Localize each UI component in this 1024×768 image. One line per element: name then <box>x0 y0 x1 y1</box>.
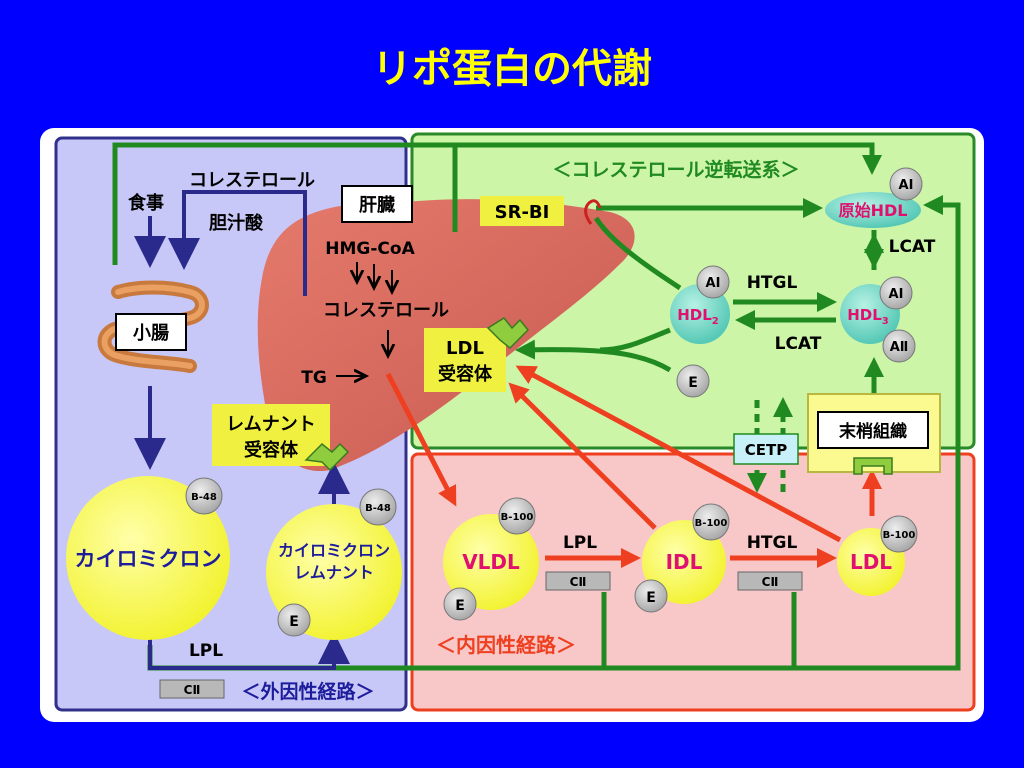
nascent-hdl-label: 原始HDL <box>839 201 908 220</box>
ldl-receptor-label-1: LDL <box>446 338 484 359</box>
lpl-exo-label: LPL <box>189 641 223 661</box>
apo-ai-nascent-bubble <box>889 167 923 201</box>
apo-aii-hdl3-label: AⅡ <box>890 340 909 355</box>
lcat-hdl-label: LCAT <box>775 334 822 354</box>
idl-to-ldlr-arrow <box>508 382 657 530</box>
reverse-transport-title: ＜コレステロール逆転送系＞ <box>552 158 799 181</box>
c2-exo-label: CⅡ <box>184 683 201 697</box>
tg-to-vldl-arrow <box>385 372 457 507</box>
apo-b100-vldl-label: B-100 <box>501 512 534 523</box>
apo-ai-hdl3-bubble <box>879 276 913 310</box>
apo-b48-cm-label: B-48 <box>191 492 217 503</box>
liver-cholesterol-label: コレステロール <box>323 300 449 321</box>
apo-b100-idl-bubble <box>692 503 730 541</box>
hdl2-srb1-line <box>593 216 682 291</box>
htgl-hdl-label: HTGL <box>747 273 798 293</box>
cetp-label: CETP <box>745 441 787 459</box>
exogenous-path-label: ＜外因性経路＞ <box>241 680 374 703</box>
hdl-to-ldl-receptor-arrow <box>515 339 672 373</box>
apo-e-vldl-bubble <box>443 587 477 621</box>
cholesterol-top-label: コレステロール <box>189 170 315 191</box>
remnant-receptor-label-1: レムナント <box>226 414 316 435</box>
hdl2-ldlr-branch <box>599 327 671 353</box>
liver-label: 肝臓 <box>359 195 395 216</box>
ldl-receptor-box <box>424 328 506 392</box>
apo-ai-hdl3-label: AⅠ <box>889 287 904 302</box>
apo-e-hdl2-bubble <box>676 364 710 398</box>
hdl2-label: HDL2 <box>677 306 719 327</box>
apo-e-vldl-label: E <box>455 598 465 614</box>
remnant-receptor-icon <box>304 442 350 472</box>
htgl-endo-label: HTGL <box>747 533 798 553</box>
idl-particle <box>642 520 726 604</box>
cm-to-remnant-arrow <box>148 622 350 670</box>
apo-ai-nascent-label: AⅠ <box>899 178 914 193</box>
peripheral-label: 末梢組織 <box>839 421 907 442</box>
hdl3-label: HDL3 <box>847 306 889 327</box>
hdl2-particle <box>670 284 730 344</box>
c2-exo-box <box>159 679 225 699</box>
apo-b100-ldl-bubble <box>880 515 918 553</box>
endogenous-path-label: ＜内因性経路＞ <box>436 633 576 657</box>
apo-e-hdl2-label: E <box>688 375 698 391</box>
bile-acid-label: 胆汁酸 <box>208 212 264 234</box>
c2-vldl-box <box>545 571 611 591</box>
idl-label: IDL <box>666 550 703 574</box>
apo-e-rem-bubble <box>277 603 311 637</box>
liver-label-box <box>341 185 413 223</box>
ldl-receptor-label-2: 受容体 <box>438 363 493 385</box>
ldl-receptor-icon <box>486 317 530 350</box>
apo-ai-hdl2-label: AⅠ <box>706 276 721 291</box>
cm-remnant-label-1: カイロミクロン <box>278 541 390 560</box>
chylomicron-label: カイロミクロン <box>75 547 222 571</box>
small-intestine-box <box>115 313 187 351</box>
vldl-particle <box>443 514 539 610</box>
vldl-label: VLDL <box>462 550 520 574</box>
ldl-to-ldlr-arrow <box>515 365 842 543</box>
hmg-coa-label: HMG-CoA <box>325 239 415 259</box>
apo-b48-rem-bubble <box>359 488 397 526</box>
apo-b100-ldl-label: B-100 <box>883 530 916 541</box>
apo-e-idl-bubble <box>634 579 668 613</box>
nascent-hdl-particle <box>825 192 921 228</box>
apo-aii-hdl3-bubble <box>882 329 916 363</box>
apo-b48-rem-label: B-48 <box>365 503 391 514</box>
green-loop-arrow <box>112 142 882 265</box>
srb1-box <box>480 196 564 226</box>
apo-b100-vldl-bubble <box>498 497 536 535</box>
chylomicron-particle <box>66 476 230 640</box>
small-intestine-label: 小腸 <box>133 323 169 344</box>
cm-remnant-label-2: レムナント <box>294 563 374 582</box>
diet-label: 食事 <box>127 192 164 214</box>
cetp-box <box>733 433 799 465</box>
lpl-endo-label: LPL <box>563 533 597 553</box>
srb1-label: SR-BⅠ <box>495 202 550 223</box>
tg-label: TG <box>301 368 327 388</box>
slide-title: リポ蛋白の代謝 <box>372 46 652 92</box>
apo-ai-hdl2-bubble <box>696 265 730 299</box>
ldl-label: LDL <box>850 550 892 574</box>
apo-e-idl-label: E <box>646 590 656 606</box>
lcat-top-label: LCAT <box>889 237 936 257</box>
peripheral-receptor-icon <box>853 457 893 475</box>
srb1-receptor-icon <box>584 199 602 225</box>
c2-idl-box <box>737 571 803 591</box>
c2-idl-label: CⅡ <box>762 575 779 589</box>
apo-b48-cm-bubble <box>185 477 223 515</box>
remnant-receptor-label-2: 受容体 <box>244 439 299 461</box>
apo-e-rem-label: E <box>289 614 299 630</box>
bile-acid-arrow <box>168 190 307 296</box>
apo-b100-idl-label: B-100 <box>695 518 728 529</box>
c2-vldl-label: CⅡ <box>570 575 587 589</box>
peripheral-label-box <box>817 411 929 449</box>
